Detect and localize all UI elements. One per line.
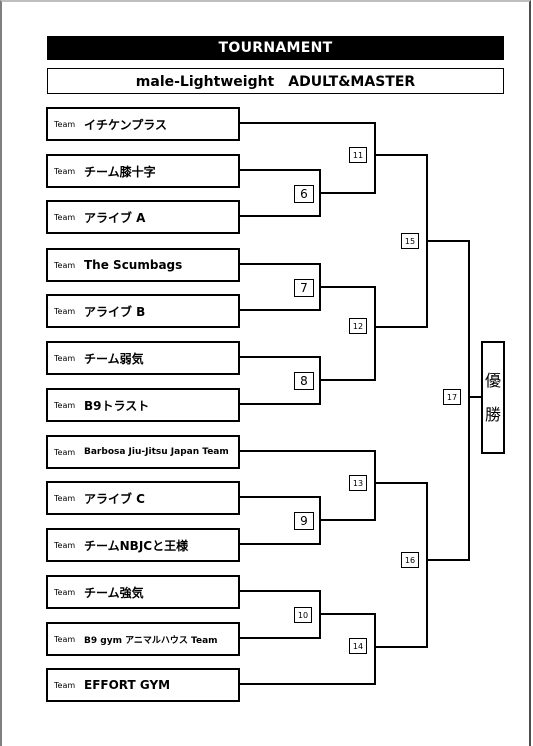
team-slot: Team アライブ A [46, 200, 240, 234]
team-prefix: Team [54, 540, 76, 550]
match-number: 14 [349, 638, 367, 654]
bracket-line-m14 [240, 613, 376, 685]
team-prefix: Team [54, 493, 76, 503]
team-prefix: Team [54, 400, 76, 410]
team-name: B9 gym アニマルハウス Team [84, 635, 218, 646]
team-name: イチケンプラス [84, 117, 168, 132]
team-slot: Team Barbosa Jiu-Jitsu Japan Team [46, 435, 240, 469]
team-prefix: Team [54, 306, 76, 316]
team-name: アライブ C [84, 491, 145, 506]
team-name: アライブ A [84, 210, 146, 225]
team-slot: Team アライブ B [46, 294, 240, 328]
bracket-line-m17 [427, 240, 470, 561]
team-slot: Team チーム膝十字 [46, 154, 240, 188]
match-number: 11 [349, 147, 367, 163]
team-name: チーム強気 [84, 585, 144, 600]
winner-char: 優 [484, 370, 501, 390]
bracket-line-m12 [320, 286, 376, 381]
team-slot: Team イチケンプラス [46, 107, 240, 141]
match-number: 13 [349, 475, 367, 491]
team-slot: Team アライブ C [46, 481, 240, 515]
team-prefix: Team [54, 587, 76, 597]
team-slot: Team EFFORT GYM [46, 668, 240, 702]
team-prefix: Team [54, 212, 76, 222]
winner-char: 勝 [484, 404, 501, 424]
team-name: B9トラスト [84, 398, 150, 413]
team-slot: Team The Scumbags [46, 248, 240, 282]
team-name: チームNBJCと王様 [84, 538, 189, 553]
team-name: チーム膝十字 [84, 164, 156, 179]
team-name: アライブ B [84, 304, 146, 319]
team-prefix: Team [54, 634, 76, 644]
team-slot: Team チーム弱気 [46, 341, 240, 375]
team-slot: Team B9 gym アニマルハウス Team [46, 622, 240, 656]
team-slot: Team B9トラスト [46, 388, 240, 422]
team-slot: Team チーム強気 [46, 575, 240, 609]
team-slot: Team チームNBJCと王様 [46, 528, 240, 562]
match-number: 12 [349, 318, 367, 334]
match-number: 17 [443, 389, 461, 405]
match-number: 8 [294, 372, 314, 390]
match-number: 9 [294, 512, 314, 530]
team-name: The Scumbags [84, 258, 183, 272]
team-name: チーム弱気 [84, 351, 144, 366]
bracket-line-m11 [240, 122, 376, 194]
team-prefix: Team [54, 353, 76, 363]
tournament-title: TOURNAMENT [47, 36, 504, 60]
bracket-line-m13 [240, 450, 376, 521]
match-number: 6 [294, 185, 314, 203]
team-prefix: Team [54, 166, 76, 176]
team-prefix: Team [54, 447, 76, 457]
match-number: 10 [294, 607, 312, 623]
team-name: EFFORT GYM [84, 678, 171, 692]
team-prefix: Team [54, 680, 76, 690]
winner-box: 優 勝 [481, 341, 505, 454]
team-prefix: Team [54, 260, 76, 270]
match-number: 16 [401, 552, 419, 568]
match-number: 15 [401, 233, 419, 249]
team-name: Barbosa Jiu-Jitsu Japan Team [84, 447, 229, 457]
match-number: 7 [294, 279, 314, 297]
team-prefix: Team [54, 119, 76, 129]
bracket-line-m16 [375, 482, 428, 648]
division-subtitle: male-Lightweight ADULT&MASTER [47, 68, 504, 94]
